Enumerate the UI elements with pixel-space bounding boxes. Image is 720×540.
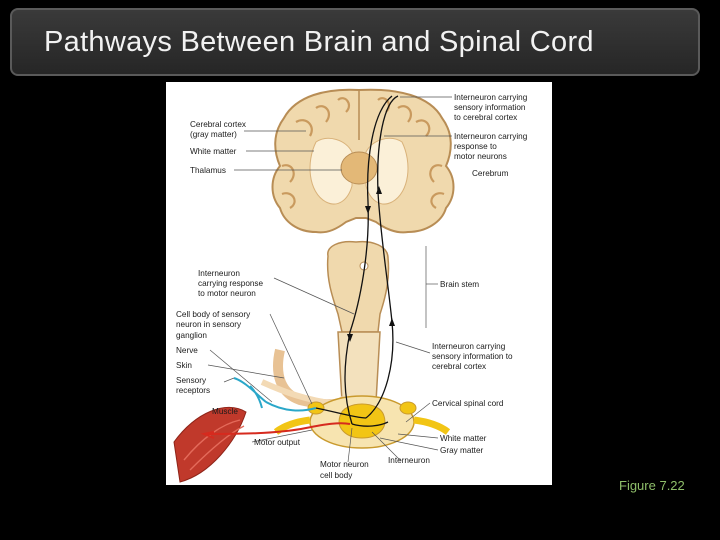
label-interneuron-response-top-2: response to [454,142,497,151]
label-muscle: Muscle [212,407,238,416]
label-interneuron-sensory-top-1: Interneuron carrying [454,93,528,102]
label-interneuron-response-top-3: motor neurons [454,152,507,161]
label-cell-body-3: ganglion [176,331,207,340]
figure-panel: Cerebral cortex (gray matter) White matt… [166,82,552,485]
label-interneuron-motor-2: carrying response [198,279,264,288]
label-white-matter-brain: White matter [190,147,237,156]
sensory-nerve-pathway [233,377,317,412]
slide-title: Pathways Between Brain and Spinal Cord [44,26,594,58]
label-interneuron-response-top-1: Interneuron carrying [454,132,528,141]
label-cerebral-cortex-sub: (gray matter) [190,130,237,139]
label-interneuron-bottom: Interneuron [388,456,430,465]
title-bar: Pathways Between Brain and Spinal Cord [10,8,700,76]
label-cell-body-2: neuron in sensory [176,320,242,329]
label-interneuron-sensory-right-2: sensory information to [432,352,513,361]
label-interneuron-sensory-top-2: sensory information [454,103,526,112]
label-gray-matter: Gray matter [440,446,483,455]
diagram-labels: Cerebral cortex (gray matter) White matt… [176,93,528,480]
brain-spinal-pathway-diagram: Cerebral cortex (gray matter) White matt… [173,88,528,483]
label-interneuron-sensory-top-3: to cerebral cortex [454,113,517,122]
muscle-illustration [173,407,247,483]
label-motor-output: Motor output [254,438,301,447]
label-sensory-receptors-2: receptors [176,386,210,395]
label-nerve: Nerve [176,346,198,355]
leader-lines [207,96,452,463]
label-thalamus: Thalamus [190,166,226,175]
label-interneuron-sensory-right-3: cerebral cortex [432,362,486,371]
label-motor-neuron-2: cell body [320,471,353,480]
label-cervical-spinal-cord: Cervical spinal cord [432,399,504,408]
label-brain-stem: Brain stem [440,280,479,289]
label-cell-body-1: Cell body of sensory [176,310,251,319]
pathway-arrows [347,186,395,342]
label-cerebral-cortex: Cerebral cortex [190,120,246,129]
motor-nerve-pathway [205,422,351,435]
label-sensory-receptors-1: Sensory [176,376,207,385]
label-interneuron-motor-3: to motor neuron [198,289,256,298]
label-white-matter-cord: White matter [440,434,487,443]
figure-caption: Figure 7.22 [619,478,685,493]
label-interneuron-sensory-right-1: Interneuron carrying [432,342,506,351]
label-interneuron-motor-1: Interneuron [198,269,240,278]
cerebrum-illustration [271,88,455,234]
label-skin: Skin [176,361,192,370]
skin-illustration [273,348,351,410]
interneuron-pathways [315,95,399,427]
spinal-cord-cross-section [273,395,451,449]
brain-stem-illustration [326,240,390,403]
label-motor-neuron-1: Motor neuron [320,460,369,469]
label-cerebrum: Cerebrum [472,169,509,178]
